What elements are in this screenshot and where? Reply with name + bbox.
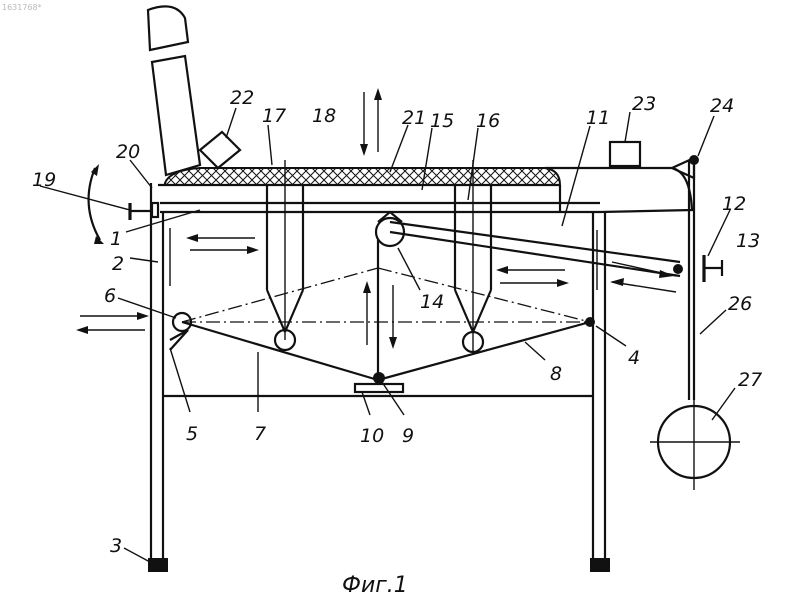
label-9: 9	[402, 425, 414, 447]
label-21: 21	[402, 107, 426, 129]
label-16: 16	[476, 110, 500, 132]
watermark-text: 1631768*	[2, 3, 42, 12]
label-22: 22	[230, 87, 254, 109]
label-8: 8	[550, 363, 562, 385]
pulley-14	[376, 212, 404, 380]
backrest	[148, 6, 200, 175]
figure-caption: Фиг.1	[342, 573, 408, 598]
center-lines	[182, 268, 590, 322]
label-15: 15	[430, 110, 454, 132]
hanger-16	[455, 160, 491, 352]
label-14: 14	[420, 291, 444, 313]
label-13: 13	[736, 230, 760, 252]
handle-12-13	[704, 255, 722, 282]
label-20: 20	[116, 141, 140, 163]
label-2: 2	[112, 253, 124, 275]
linkage-7-8	[170, 313, 595, 392]
label-7: 7	[254, 423, 266, 445]
label-27: 27	[738, 369, 762, 391]
label-3: 3	[110, 535, 122, 557]
label-18: 18	[312, 105, 336, 127]
box-23	[610, 142, 640, 166]
label-24: 24	[710, 95, 734, 117]
label-12: 12	[722, 193, 746, 215]
label-4: 4	[628, 347, 640, 369]
label-23: 23	[632, 93, 656, 115]
label-10: 10	[360, 425, 384, 447]
part-labels: 1 2 3 4 5 6 7 8 9 10 11 12 13 14 15 16 1…	[32, 87, 762, 557]
knob-19-20	[89, 164, 158, 244]
label-5: 5	[186, 423, 198, 445]
seat-cushion-21	[165, 168, 560, 185]
label-19: 19	[32, 169, 56, 191]
label-11: 11	[586, 107, 610, 129]
label-1: 1	[110, 228, 122, 250]
label-26: 26	[728, 293, 752, 315]
label-17: 17	[262, 105, 286, 127]
block-22	[200, 132, 240, 168]
label-6: 6	[104, 285, 116, 307]
